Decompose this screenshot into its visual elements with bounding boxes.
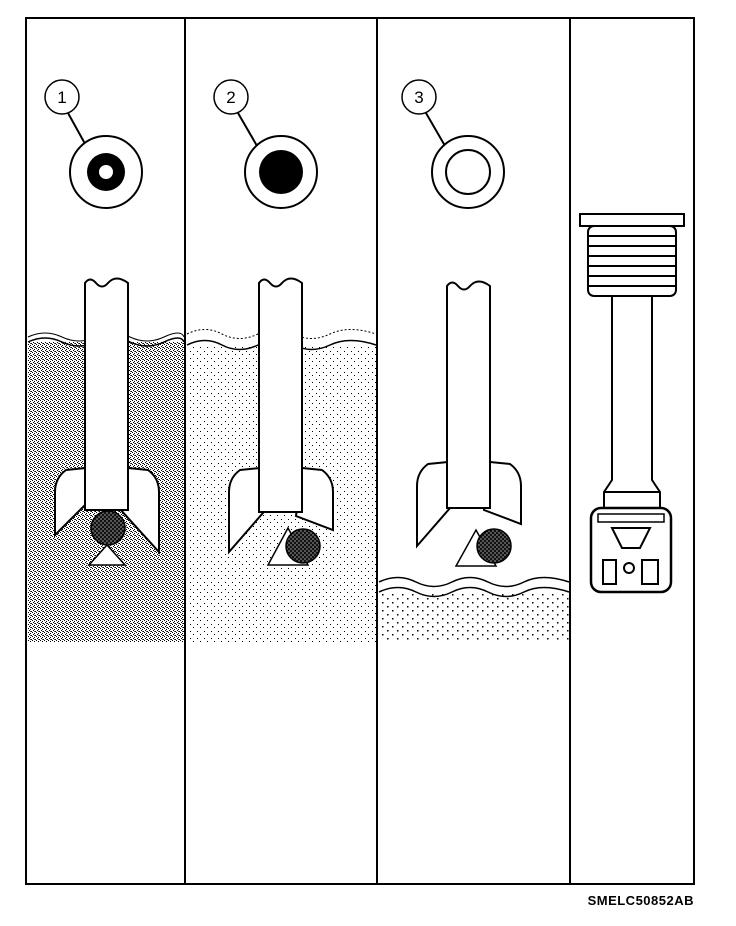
callout-2-label: 2 <box>226 88 235 107</box>
panel-2: 2 <box>186 79 377 642</box>
float-ball <box>285 528 321 564</box>
callout-3-label: 3 <box>414 88 423 107</box>
sight-glass-indicator <box>259 150 303 194</box>
cage-port <box>623 562 635 574</box>
thread-lines <box>588 235 676 287</box>
float-ball <box>476 528 512 564</box>
valve-stem <box>84 277 129 511</box>
callout-2-circle <box>213 79 249 115</box>
cage-window-left <box>602 559 617 585</box>
float-ball <box>90 510 126 546</box>
valve-seat <box>87 543 127 566</box>
panel-1: 1 <box>27 79 185 642</box>
callout-1-label: 1 <box>57 88 66 107</box>
callout-3-circle <box>401 79 437 115</box>
callout-1-circle <box>44 79 80 115</box>
sight-glass-indicator <box>445 149 491 195</box>
sight-glass-center <box>99 165 113 179</box>
threaded-cap-top <box>579 213 685 227</box>
frame-border <box>25 17 695 885</box>
valve-stem <box>258 277 303 513</box>
fluid-surface-wave <box>378 586 570 598</box>
fluid-sparse-region <box>379 592 569 642</box>
panel-3: 3 <box>378 79 570 642</box>
cage-window-right <box>641 559 659 585</box>
panel-4-valve-component <box>579 213 685 594</box>
component-shaft <box>603 295 661 509</box>
cage-window-top <box>610 527 652 549</box>
figure-code: SMELC50852AB <box>587 893 694 908</box>
valve-stem <box>446 280 491 509</box>
